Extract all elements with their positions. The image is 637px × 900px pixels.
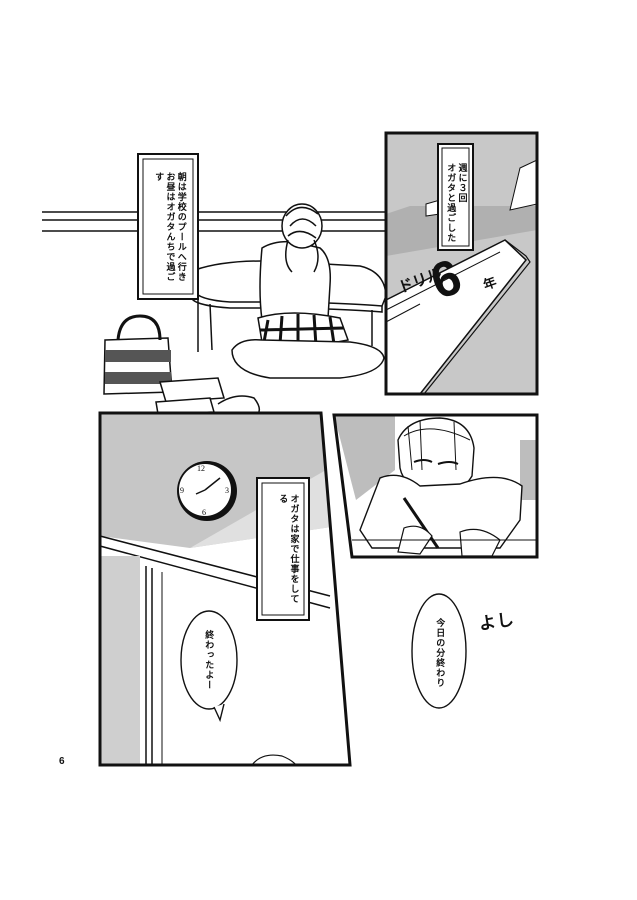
balloon-todays-work-done: 今日の分終わり xyxy=(433,618,444,694)
caption-three-times-a-week: 週に３回 オガタと過ごした xyxy=(444,163,467,243)
caption-ogata-works-at-home: オガタは家で仕事をしてる xyxy=(276,494,299,610)
sfx-yoshi: よし xyxy=(478,610,521,665)
caption-morning-pool: 朝は学校のプールへ行き お昼はオガタんちで過ごす xyxy=(152,172,186,290)
balloon-text: 終わったよー xyxy=(203,630,214,690)
caption-box-frames xyxy=(137,143,474,621)
balloon-finished: 終わったよー xyxy=(202,630,213,694)
clock-number-9: 9 xyxy=(180,486,184,495)
clock-number-6: 6 xyxy=(202,508,206,517)
clock-number-12: 12 xyxy=(197,464,205,473)
clock-wall-panel xyxy=(98,411,352,767)
caption-line: オガタと過ごした xyxy=(445,163,456,243)
caption-line: 週に３回 xyxy=(456,163,467,203)
caption-line: お昼はオガタんちで過ごす xyxy=(153,172,175,282)
sfx-text: よし xyxy=(477,609,517,635)
room-scene-illustration xyxy=(42,203,387,415)
caption-line: 朝は学校のプールへ行き xyxy=(175,172,186,282)
caption-line: オガタは家で仕事をしてる xyxy=(277,494,299,604)
speech-balloon-shapes xyxy=(180,593,467,723)
writing-panel xyxy=(332,413,539,559)
page-number: 6 xyxy=(59,756,65,767)
clock-number-3: 3 xyxy=(225,486,229,495)
balloon-text: 今日の分終わり xyxy=(434,618,445,688)
